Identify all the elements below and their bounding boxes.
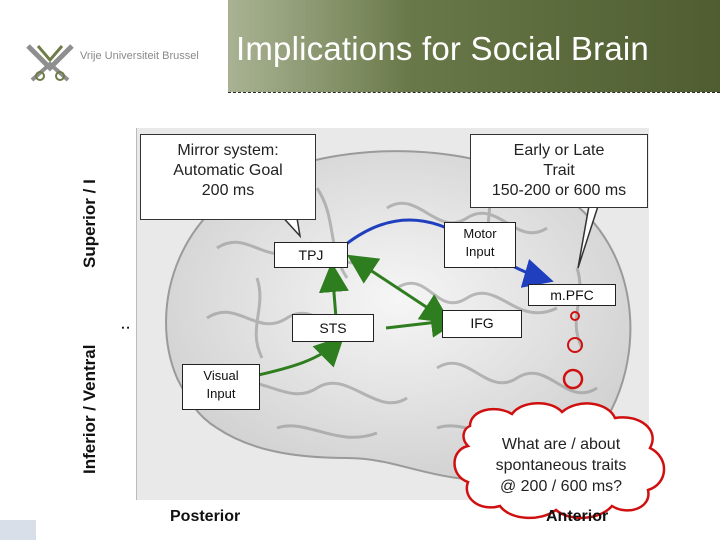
university-logo <box>22 40 78 91</box>
motor-input-box: Motor Input <box>444 222 516 268</box>
header-divider <box>228 92 720 93</box>
early-callout-line2: Trait <box>543 162 575 179</box>
motor-line1: Motor <box>463 226 497 241</box>
early-callout-line1: Early or Late <box>513 142 605 159</box>
visual-to-sts-arrow <box>253 335 345 378</box>
sts-to-tpj-arrow <box>318 262 349 319</box>
posterior-label: Posterior <box>170 508 241 525</box>
mirror-callout-line2: Automatic Goal <box>173 162 283 179</box>
ifg-box: IFG <box>442 310 522 338</box>
corner-strip <box>0 520 36 540</box>
anterior-label: Anterior <box>546 508 609 525</box>
mpfc-circle-medium <box>567 337 583 353</box>
sts-box: STS <box>292 314 374 342</box>
mpfc-box: m.PFC <box>528 284 616 306</box>
cloud-line2: spontaneous traits <box>495 457 627 474</box>
early-callout-tail <box>577 199 602 269</box>
tpj-ifg-arrow <box>346 254 452 324</box>
visual-line2: Input <box>206 386 236 401</box>
early-late-callout: Early or Late Trait 150-200 or 600 ms <box>470 134 648 208</box>
mpfc-circle-large <box>562 368 584 390</box>
tpj-box: TPJ <box>274 242 348 268</box>
cloud-question-text: What are / about spontaneous traits @ 20… <box>474 434 648 497</box>
slide-title: Implications for Social Brain <box>236 30 649 67</box>
cloud-line1: What are / about <box>501 436 621 453</box>
motor-line2: Input <box>465 244 495 259</box>
mirror-callout-line1: Mirror system: <box>177 142 279 159</box>
question-cloud <box>453 402 666 520</box>
early-callout-line3: 150-200 or 600 ms <box>491 182 627 199</box>
mirror-system-callout: Mirror system: Automatic Goal 200 ms <box>140 134 316 220</box>
cloud-line3: @ 200 / 600 ms? <box>499 478 623 495</box>
visual-line1: Visual <box>203 368 239 383</box>
visual-input-box: Visual Input <box>182 364 260 410</box>
mpfc-circle-small <box>570 311 580 321</box>
mirror-callout-line3: 200 ms <box>201 182 255 199</box>
logo-emblem-icon <box>26 44 74 82</box>
logo-text: Vrije Universiteit Brussel <box>80 50 199 62</box>
header-band <box>228 0 720 92</box>
